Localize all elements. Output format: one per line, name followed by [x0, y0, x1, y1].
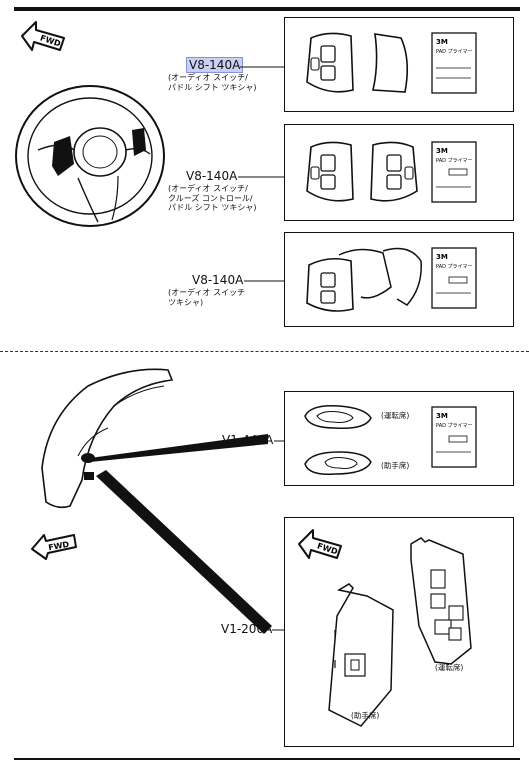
window-switch-panel-driver — [410, 537, 472, 665]
tag-passenger-seat: (助手席) — [351, 711, 380, 720]
part-label-v8-140a-2[interactable]: V8-140A — [186, 169, 238, 183]
primer-card: 3M PAD プライマー — [431, 32, 477, 94]
parts-box-v1-200a: FWD (助手席) (運転席) — [284, 517, 514, 747]
switch-panel-left — [306, 141, 354, 202]
parts-box-v8-140a-3: 3M PAD プライマー — [284, 232, 514, 327]
primer-name: PAD プライマー — [436, 158, 473, 164]
door-handle-bezel-passenger — [304, 451, 372, 476]
window-switch-panel-passenger — [328, 583, 394, 727]
primer-brand: 3M — [436, 38, 448, 46]
primer-card: 3M PAD プライマー — [431, 247, 477, 309]
door-illustration — [41, 368, 174, 509]
part-note-v8-140a-2: (オーディオ スイッチ/ クルーズ コントロール/ パドル シフト ツキシャ) — [168, 184, 257, 212]
tag-driver-seat: (運転席) — [435, 663, 464, 672]
paddle-cover — [372, 33, 409, 93]
fwd-arrow-icon: FWD — [21, 21, 65, 51]
pointer-to-door-handle — [90, 434, 268, 462]
tag-passenger-seat: (助手席) — [381, 461, 410, 470]
switch-panel-with-cover — [306, 247, 422, 312]
bottom-rule — [14, 758, 520, 760]
parts-box-v1-440a: (運転席) (助手席) 3M PAD プライマー — [284, 391, 514, 486]
top-rule — [14, 7, 520, 11]
primer-name: PAD プライマー — [436, 264, 473, 270]
primer-card: 3M PAD プライマー — [431, 406, 477, 468]
steering-wheel-illustration — [15, 85, 165, 227]
part-note-v8-140a-3: (オーディオ スイッチ ツキシャ) — [168, 288, 246, 307]
primer-brand: 3M — [436, 147, 448, 155]
leader-line — [240, 66, 288, 68]
primer-brand: 3M — [436, 412, 448, 420]
door-handle-bezel-driver — [304, 404, 372, 430]
parts-box-v8-140a-2: 3M PAD プライマー — [284, 124, 514, 221]
part-label-v8-140a-1[interactable]: V8-140A — [186, 57, 244, 73]
primer-name: PAD プライマー — [436, 423, 473, 429]
part-label-v1-200a[interactable]: V1-200A — [221, 622, 273, 636]
fwd-label: FWD — [48, 540, 71, 553]
primer-brand: 3M — [436, 253, 448, 261]
part-label-v8-140a-3[interactable]: V8-140A — [192, 273, 244, 287]
tag-driver-seat: (運転席) — [381, 411, 410, 420]
section-divider — [0, 351, 529, 352]
switch-panel-right — [370, 141, 418, 202]
primer-name: PAD プライマー — [436, 49, 473, 55]
switch-panel-left — [306, 32, 354, 93]
part-label-v1-440a[interactable]: V1-440A — [222, 433, 274, 447]
pointer-to-window-switch — [96, 470, 272, 634]
fwd-arrow-icon: FWD — [298, 529, 342, 559]
primer-card: 3M PAD プライマー — [431, 141, 477, 203]
part-note-v8-140a-1: (オーディオ スイッチ/ パドル シフト ツキシャ) — [168, 73, 257, 92]
fwd-arrow-icon: FWD — [31, 534, 77, 560]
parts-box-v8-140a-1: 3M PAD プライマー — [284, 17, 514, 112]
leader-line — [238, 176, 286, 178]
leader-line — [244, 280, 288, 282]
